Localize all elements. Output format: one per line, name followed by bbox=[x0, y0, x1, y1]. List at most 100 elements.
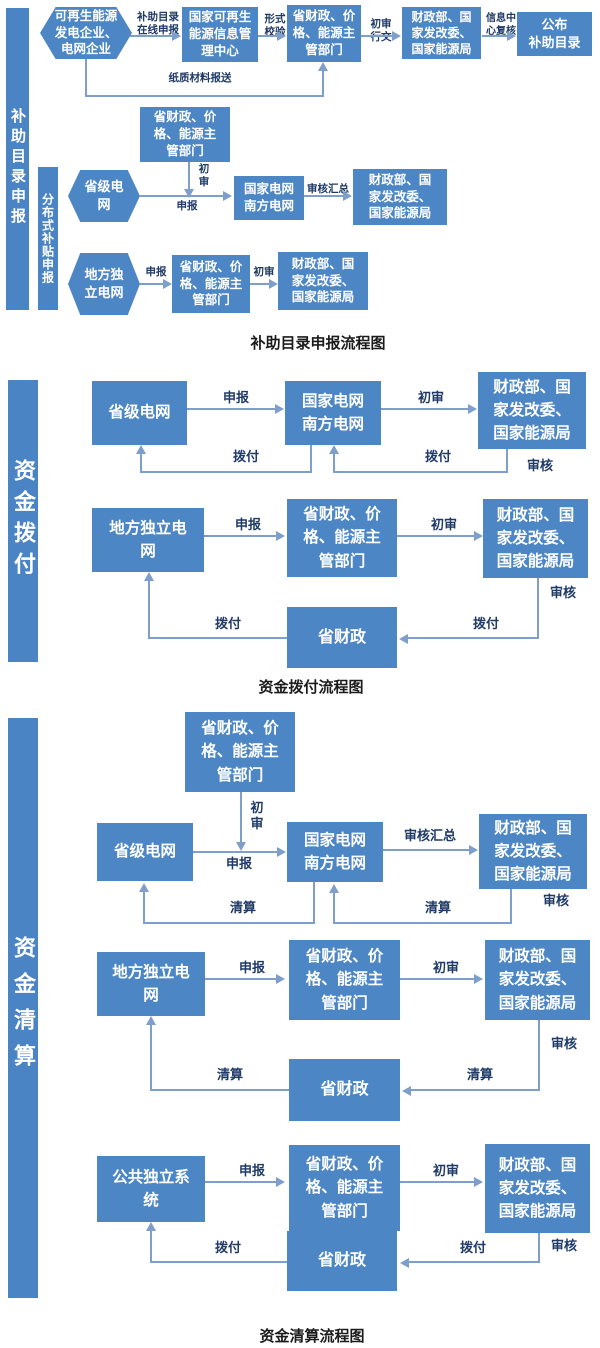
arrowhead-icon bbox=[469, 845, 478, 855]
flow-line bbox=[381, 408, 468, 410]
arrowhead-icon bbox=[399, 634, 408, 644]
arrowhead-icon bbox=[318, 62, 328, 71]
section-bar-fund-settlement: 资金清算 bbox=[8, 718, 38, 1298]
node-prov-dept-s1r2: 省财政、价 格、能源主 管部门 bbox=[140, 107, 230, 162]
flow-line bbox=[506, 449, 508, 473]
flow-line bbox=[150, 1261, 287, 1263]
node-public-independent-system: 公共独立系 统 bbox=[97, 1156, 205, 1222]
edge-label-shenbao: 申报 bbox=[145, 266, 167, 278]
arrowhead-icon bbox=[236, 842, 246, 851]
node-prov-dept-s2: 省财政、价 格、能源主 管部门 bbox=[287, 499, 397, 577]
arrowhead-icon bbox=[144, 572, 154, 581]
edge-label-bofu: 拨付 bbox=[472, 616, 499, 631]
flow-line bbox=[409, 1261, 540, 1263]
node-prov-grid-s3: 省级电网 bbox=[97, 823, 193, 881]
arrowhead-icon bbox=[468, 404, 477, 414]
flow-line bbox=[130, 35, 173, 37]
edge-label-shenhe-huizong: 审核汇总 bbox=[403, 828, 456, 843]
flow-line bbox=[205, 978, 276, 980]
node-mof-ndrc-nea-s3r2: 财政部、国 家发改委、 国家能源局 bbox=[485, 940, 590, 1020]
flow-line bbox=[400, 1181, 474, 1183]
arrowhead-icon bbox=[223, 191, 232, 201]
flow-line bbox=[148, 580, 150, 639]
node-state-grid-s1: 国家电网 南方电网 bbox=[234, 176, 304, 220]
flow-line bbox=[400, 978, 474, 980]
edge-label-qingsuan: 清算 bbox=[424, 900, 451, 915]
flow-line bbox=[361, 35, 392, 37]
arrowhead-icon bbox=[139, 883, 149, 892]
edge-label-shenbao: 申报 bbox=[176, 200, 198, 212]
edge-label-chushen: 初审 bbox=[432, 960, 459, 975]
node-mof-ndrc-nea-s1r3: 财政部、国 家发改委、 国家能源局 bbox=[278, 252, 368, 310]
arrowhead-icon bbox=[474, 1177, 483, 1187]
flow-line bbox=[482, 35, 507, 37]
edge-label-qingsuan: 清算 bbox=[466, 1067, 493, 1082]
flow-line bbox=[85, 59, 87, 97]
flow-line bbox=[537, 578, 539, 639]
flow-line bbox=[411, 1089, 540, 1091]
edge-label-shenhe: 审核 bbox=[526, 458, 553, 473]
arrowhead-icon bbox=[276, 974, 285, 984]
flow-line bbox=[322, 69, 324, 96]
flow-line bbox=[140, 283, 163, 285]
flow-line bbox=[140, 195, 223, 197]
edge-label-shenbao: 申报 bbox=[225, 856, 252, 871]
node-local-grid-s2: 地方独立电 网 bbox=[92, 508, 204, 572]
caption-fund-allocation-flow: 资金拨付流程图 bbox=[258, 679, 364, 696]
arrowhead-icon bbox=[163, 279, 172, 289]
flow-line bbox=[333, 892, 335, 922]
flow-line bbox=[250, 283, 269, 285]
flow-line bbox=[397, 535, 474, 537]
flow-line bbox=[187, 408, 275, 410]
flow-line bbox=[204, 535, 276, 537]
node-mof-ndrc-nea-s3r3: 财政部、国 家发改委、 国家能源局 bbox=[485, 1144, 590, 1233]
section-bar-subsidy-catalog: 补助目录申报 bbox=[6, 8, 29, 310]
edge-label-shenbao: 申报 bbox=[238, 960, 265, 975]
edge-label-shenhe: 审核 bbox=[542, 893, 569, 908]
flow-line bbox=[205, 1181, 276, 1183]
node-prov-dept-s3r2: 省财政、价 格、能源主 管部门 bbox=[289, 940, 400, 1020]
edge-label-bofu: 拨付 bbox=[424, 449, 451, 464]
flow-line bbox=[408, 637, 539, 639]
flow-line bbox=[304, 195, 343, 197]
node-prov-finance-s3r2: 省财政 bbox=[289, 1059, 400, 1121]
edge-label-shenbao: 申报 bbox=[222, 390, 249, 405]
node-renewable-enterprises: 可再生能源 发电企业、 电网企业 bbox=[40, 7, 132, 59]
flow-line bbox=[258, 35, 277, 37]
arrowhead-icon bbox=[146, 1016, 156, 1025]
arrowhead-icon bbox=[507, 31, 516, 41]
section-bar-fund-allocation: 资金拨付 bbox=[8, 380, 38, 662]
arrowhead-icon bbox=[329, 445, 339, 454]
edge-label-bofu: 拨付 bbox=[214, 1240, 241, 1255]
flow-line bbox=[140, 453, 142, 471]
arrowhead-icon bbox=[343, 191, 352, 201]
flow-line bbox=[333, 471, 508, 473]
arrowhead-icon bbox=[402, 1086, 411, 1096]
arrowhead-icon bbox=[275, 404, 284, 414]
flow-line bbox=[85, 95, 324, 97]
flow-line bbox=[193, 851, 277, 853]
edge-label-chushen: 初审 bbox=[253, 266, 275, 278]
edge-label-chushen-vertical: 初 审 bbox=[250, 800, 264, 832]
flow-line bbox=[538, 1233, 540, 1263]
arrowhead-icon bbox=[269, 279, 278, 289]
node-mof-ndrc-nea-s1r1: 财政部、国 家发改委、 国家能源局 bbox=[402, 7, 481, 59]
node-prov-dept-s3-top: 省财政、价 格、能源主 管部门 bbox=[185, 712, 295, 792]
arrowhead-icon bbox=[276, 1177, 285, 1187]
flow-line bbox=[538, 1020, 540, 1090]
node-prov-dept-s3r3: 省财政、价 格、能源主 管部门 bbox=[289, 1145, 400, 1231]
arrowhead-icon bbox=[392, 31, 401, 41]
node-publish-catalog: 公布 补助目录 bbox=[517, 12, 592, 56]
arrowhead-icon bbox=[474, 974, 483, 984]
edge-label-info-review: 信息中 心复核 bbox=[486, 13, 516, 37]
node-local-grid-s1: 地方独 立电网 bbox=[68, 253, 140, 315]
flow-line bbox=[510, 889, 512, 924]
flow-line bbox=[150, 1089, 289, 1091]
node-prov-dept-s1r1: 省财政、价 格、能源主 管部门 bbox=[287, 5, 361, 62]
flow-line bbox=[310, 445, 312, 473]
edge-label-qingsuan: 清算 bbox=[229, 900, 256, 915]
arrowhead-icon bbox=[276, 531, 285, 541]
arrowhead-icon bbox=[172, 31, 181, 41]
edge-label-chushen-xingwen: 初审 行文 bbox=[370, 18, 392, 44]
